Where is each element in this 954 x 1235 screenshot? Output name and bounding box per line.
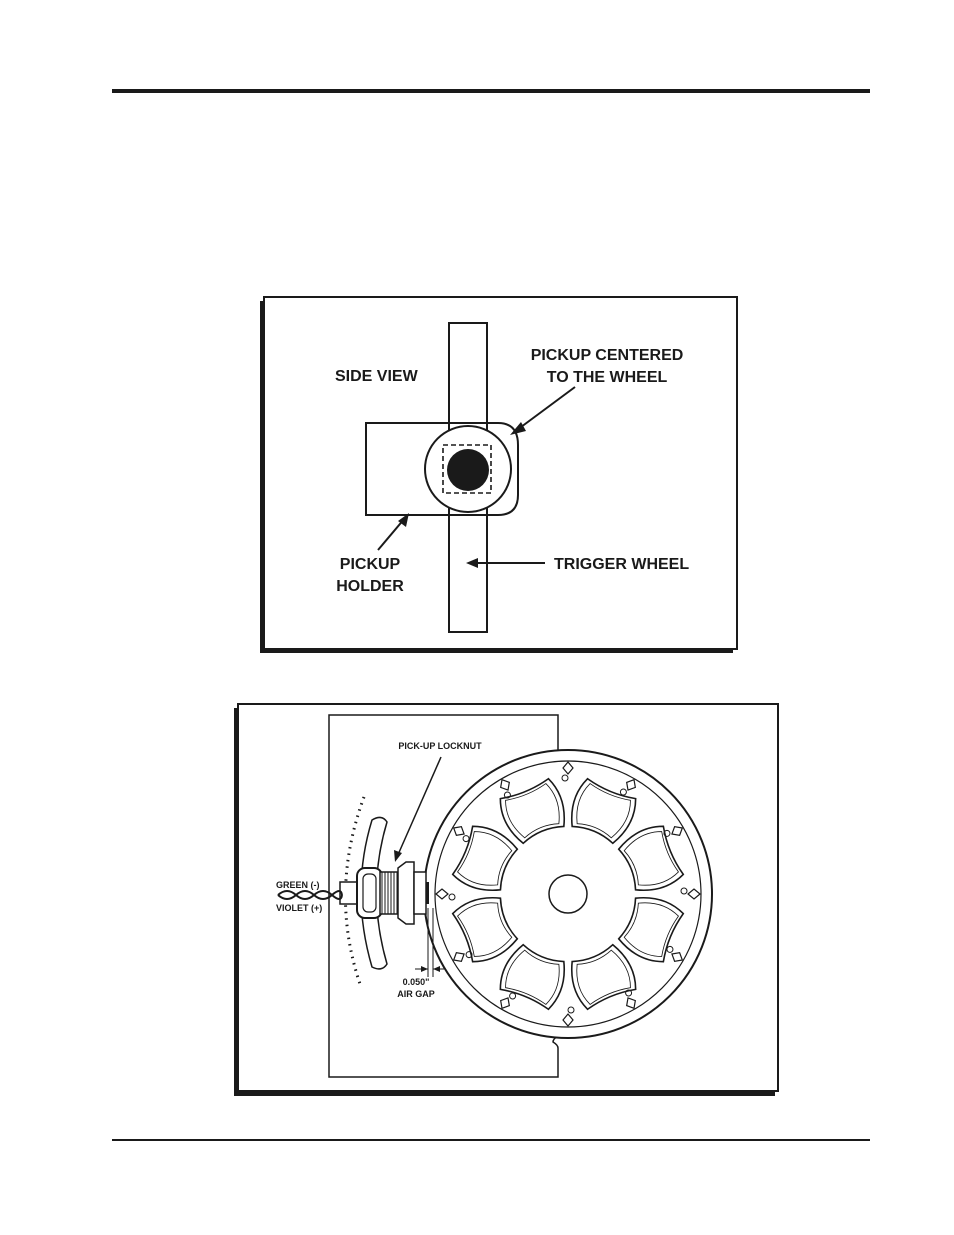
gap-label: AIR GAP: [397, 989, 435, 999]
top-view-figure: PICK-UP LOCKNUT GREEN (-) VIOLET (+) 0.0…: [232, 702, 780, 1098]
side-view-title: SIDE VIEW: [335, 368, 419, 385]
pickup-rear-nut: [357, 868, 382, 918]
trigger-wheel: [424, 750, 712, 1038]
footer-rule: [112, 1139, 870, 1141]
header-rule: [112, 89, 870, 93]
violet-wire-label: VIOLET (+): [276, 903, 322, 913]
pickup-core: [447, 449, 489, 491]
pickup-flange: [414, 872, 426, 914]
top-view-diagram: PICK-UP LOCKNUT GREEN (-) VIOLET (+) 0.0…: [232, 702, 780, 1098]
wheel-hub: [549, 875, 587, 913]
side-view-diagram: SIDE VIEW PICKUP CENTERED TO THE WHEEL P…: [258, 295, 739, 656]
pickup-holder-label-line1: PICKUP: [340, 556, 401, 573]
green-wire-label: GREEN (-): [276, 880, 320, 890]
pickup-holder-label-line2: HOLDER: [336, 578, 404, 595]
pickup-tip: [426, 882, 429, 904]
side-view-figure: SIDE VIEW PICKUP CENTERED TO THE WHEEL P…: [258, 295, 739, 656]
locknut-label: PICK-UP LOCKNUT: [398, 741, 482, 751]
pickup-rear-cap: [340, 882, 358, 904]
pickup-locknut-shape: [398, 862, 414, 924]
pickup-centered-label-line1: PICKUP CENTERED: [531, 347, 684, 364]
trigger-wheel-label: TRIGGER WHEEL: [554, 556, 689, 573]
pickup-centered-label-line2: TO THE WHEEL: [547, 369, 668, 386]
gap-value-label: 0.050": [403, 977, 430, 987]
